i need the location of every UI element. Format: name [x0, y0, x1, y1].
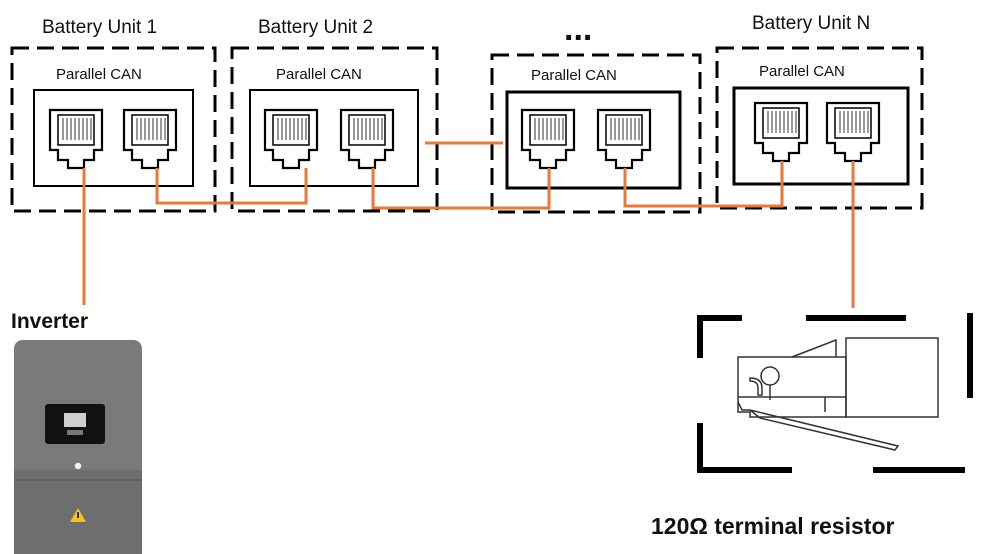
- rj45-port-icon: [48, 108, 104, 170]
- unit-outer-box: [10, 46, 217, 213]
- inverter-label: Inverter: [11, 310, 88, 333]
- rj45-port-icon: [596, 108, 652, 170]
- battery-unit-middle: Parallel CAN: [490, 53, 702, 214]
- status-led: [74, 462, 82, 470]
- rj45-port-icon: [122, 108, 178, 170]
- can-cables: [82, 141, 855, 308]
- unit-title: Battery Unit 2: [258, 17, 373, 38]
- rj45-port-icon: [753, 101, 809, 163]
- can-label: Parallel CAN: [276, 66, 362, 83]
- cable-unit1-to-unit2: [155, 168, 308, 205]
- rj45-port-icon: [825, 101, 881, 163]
- resistor-label: 120Ω terminal resistor: [651, 513, 894, 539]
- unit-title: Battery Unit 1: [42, 17, 157, 38]
- can-label: Parallel CAN: [759, 63, 845, 80]
- warning-triangle-icon: [70, 508, 86, 522]
- unit-outer-box: [715, 46, 924, 210]
- display-icon: [45, 404, 105, 444]
- unit-outer-box: [490, 53, 702, 214]
- cable-middle-to-unit-n: [623, 161, 784, 208]
- rj45-plug-icon: [737, 337, 939, 451]
- parallel-can-box: [732, 86, 910, 186]
- can-label: Parallel CAN: [531, 67, 617, 84]
- inverter: Inverter: [11, 310, 142, 554]
- parallel-can-box: [33, 89, 194, 187]
- battery-unit-1: Battery Unit 1 Parallel CAN: [10, 17, 217, 213]
- unit-title: Battery Unit N: [752, 13, 870, 34]
- unit-outer-box: [230, 46, 439, 213]
- rj45-port-icon: [339, 108, 395, 170]
- parallel-can-box: [505, 90, 682, 190]
- ellipsis: ...: [564, 10, 592, 48]
- can-label: Parallel CAN: [56, 66, 142, 83]
- rj45-port-icon: [520, 108, 576, 170]
- battery-unit-n: Battery Unit N Parallel CAN: [715, 13, 924, 210]
- rj45-port-icon: [263, 108, 319, 170]
- parallel-can-box: [249, 89, 419, 187]
- cable-unit2-to-middle: [371, 168, 551, 210]
- terminal-resistor: 120Ω terminal resistor: [651, 313, 973, 539]
- battery-unit-2: Battery Unit 2 Parallel CAN: [230, 17, 439, 213]
